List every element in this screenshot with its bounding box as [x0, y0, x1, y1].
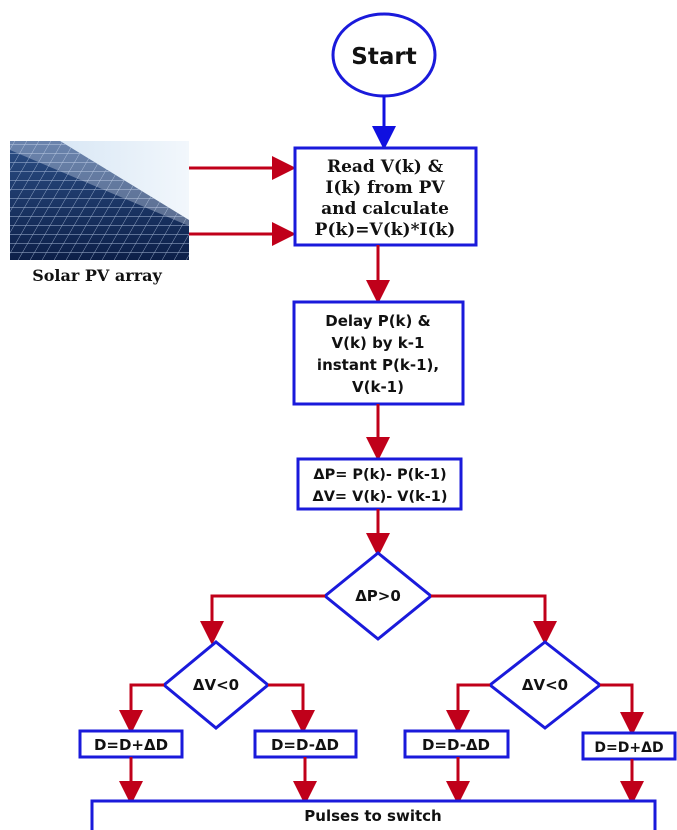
delta-box — [296, 457, 463, 511]
out1-label: D=D+ΔD — [94, 736, 168, 754]
decision-left — [161, 640, 271, 730]
decision-right — [487, 640, 603, 730]
delay-line-2: V(k) by k-1 — [332, 334, 425, 352]
delay-line-3: instant P(k-1), — [317, 356, 439, 374]
read-line-3: and calculate — [321, 199, 449, 219]
delta-line-1: ΔP= P(k)- P(k-1) — [313, 467, 446, 483]
read-line-4: P(k)=V(k)*I(k) — [315, 220, 456, 240]
pv-image-label: Solar PV array — [32, 266, 162, 285]
arrow-main-right — [431, 594, 557, 645]
decision-main-label: ΔP>0 — [355, 587, 401, 605]
read-box — [293, 146, 478, 247]
pulses-box — [90, 799, 657, 830]
delay-line-1: Delay P(k) & — [325, 312, 430, 330]
out3-label: D=D-ΔD — [422, 736, 490, 754]
pulses-label: Pulses to switch — [304, 807, 441, 825]
out4-label: D=D+ΔD — [594, 740, 663, 756]
delay-line-4: V(k-1) — [352, 378, 404, 396]
arrow-left-to-out1 — [119, 683, 164, 734]
arrow-right-to-out4 — [600, 683, 644, 736]
arrow-right-to-out3 — [446, 683, 490, 734]
decision-left-label: ΔV<0 — [193, 676, 239, 694]
arrow-left-to-out2 — [268, 683, 315, 734]
decision-right-label: ΔV<0 — [522, 676, 568, 694]
solar-pv-image — [10, 141, 189, 260]
decision-main — [322, 551, 434, 641]
delay-box — [292, 300, 465, 406]
read-line-1: Read V(k) & — [327, 157, 444, 177]
delta-line-2: ΔV= V(k)- V(k-1) — [312, 489, 447, 505]
arrow-main-left — [200, 594, 325, 645]
out2-label: D=D-ΔD — [271, 736, 339, 754]
out4-box — [581, 731, 677, 761]
read-line-2: I(k) from PV — [325, 178, 445, 198]
start-label: Start — [351, 44, 416, 70]
